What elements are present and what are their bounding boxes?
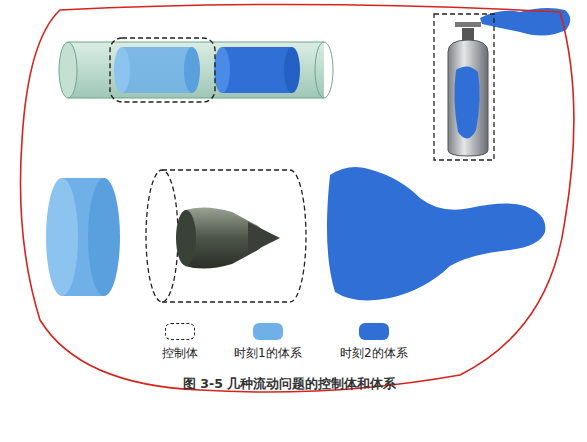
engine-control-volume [146,170,306,302]
legend-swatch [359,323,389,340]
pipe [59,38,333,102]
figure-caption: 图 3-5 几种流动问题的控制体和体系 [183,376,396,393]
inlet-fluid [46,178,120,296]
legend-label: 时刻1的体系 [234,345,302,362]
legend-label: 控制体 [162,345,198,362]
gas-tank [434,8,570,160]
outlet-fluid [327,167,545,300]
annotation-loop [20,4,573,392]
legend-swatch [165,323,195,340]
legend-swatch [253,323,283,340]
legend-label: 时刻2的体系 [340,345,408,362]
